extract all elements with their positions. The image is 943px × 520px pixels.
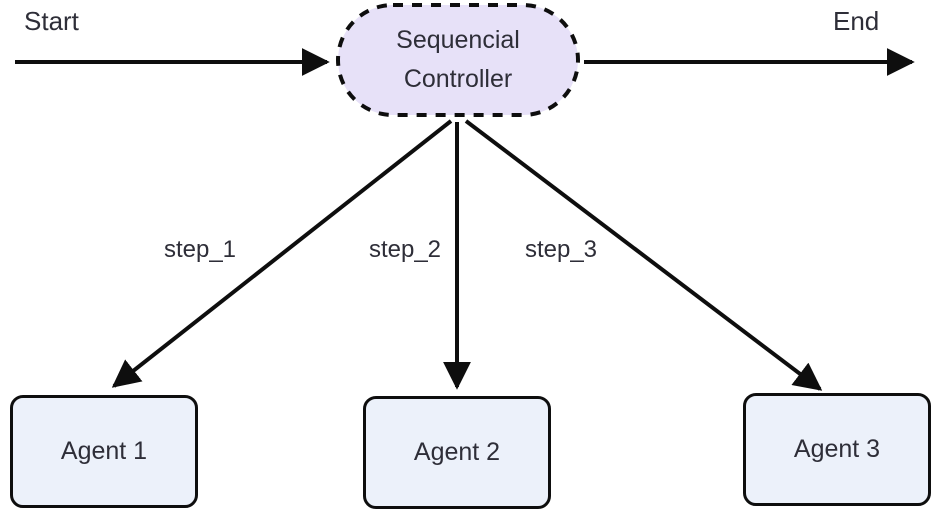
- start-label: Start: [24, 6, 79, 36]
- edge-label-step-3: step_3: [524, 236, 598, 263]
- edge-label-step-2: step_2: [368, 236, 442, 263]
- controller-label-line2: Controller: [403, 65, 513, 93]
- edge-label-step-1: step_1: [163, 236, 237, 263]
- controller-node-shape: [336, 3, 580, 117]
- edge-controller-to-agent-3: [464, 119, 823, 391]
- agent-1-label: Agent 1: [60, 437, 148, 465]
- edge-controller-to-agent-1: [111, 119, 453, 388]
- agent-3-node: Agent 3: [743, 393, 931, 506]
- agent-2-node: Agent 2: [363, 396, 551, 509]
- end-label: End: [833, 6, 880, 36]
- agent-3-label: Agent 3: [793, 435, 881, 463]
- controller-node: Sequencial Controller: [336, 3, 580, 117]
- agent-2-label: Agent 2: [413, 438, 501, 466]
- agent-1-node: Agent 1: [10, 395, 198, 508]
- controller-label-line1: Sequencial: [396, 26, 520, 54]
